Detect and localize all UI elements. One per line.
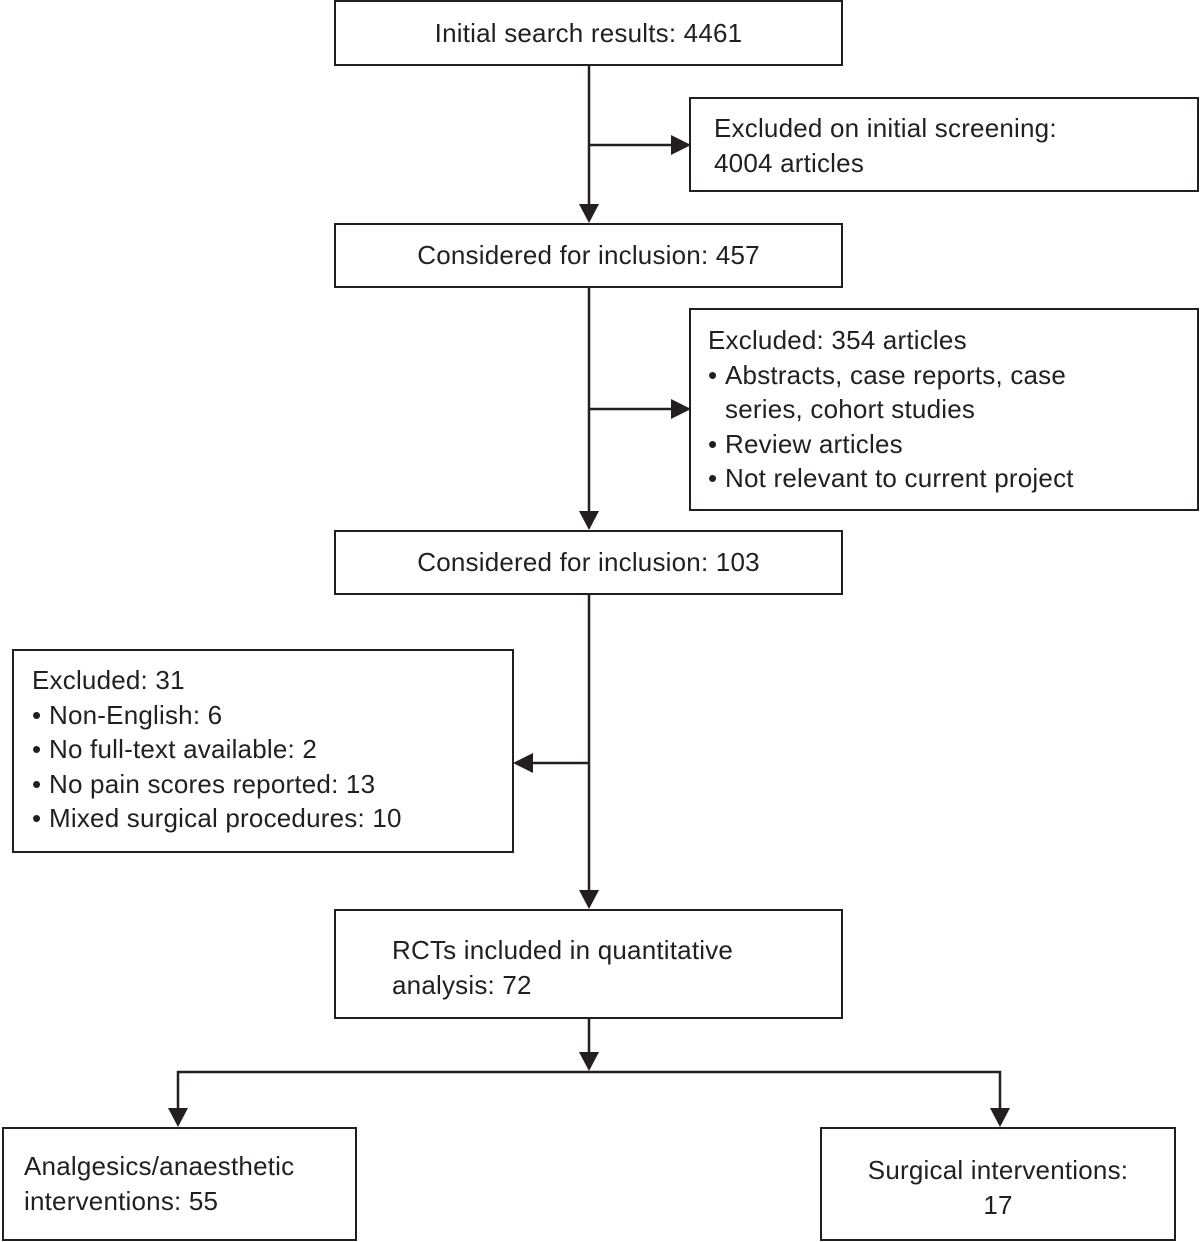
bullet-item: •Not relevant to current project bbox=[708, 461, 1197, 496]
arrowhead-right-icon bbox=[671, 135, 691, 155]
surgical-line: Surgical interventions: bbox=[867, 1155, 1129, 1185]
bullet-icon: • bbox=[32, 734, 42, 764]
considered-103-box: Considered for inclusion: 103 bbox=[334, 530, 843, 595]
surgical-count: 17 bbox=[983, 1189, 1013, 1220]
analgesics-count: interventions: 55 bbox=[24, 1185, 219, 1216]
excluded-31-heading: Excluded: 31 bbox=[32, 665, 185, 695]
considered-457-box: Considered for inclusion: 457 bbox=[334, 223, 843, 288]
bullet-item: •No full-text available: 2 bbox=[32, 732, 512, 767]
arrowhead-down-icon bbox=[579, 890, 599, 909]
bullet-text: Not relevant to current project bbox=[725, 463, 1074, 493]
bullet-item: •Non-English: 6 bbox=[32, 698, 512, 733]
bullet-item: •Mixed surgical procedures: 10 bbox=[32, 801, 512, 836]
rcts-included-box: RCTs included in quantitative analysis: … bbox=[334, 909, 843, 1019]
considered-103-text: Considered for inclusion: 103 bbox=[417, 547, 760, 578]
arrowhead-down-icon bbox=[990, 1108, 1010, 1127]
rcts-included-line: RCTs included in quantitative bbox=[392, 935, 734, 965]
analgesics-line: Analgesics/anaesthetic bbox=[24, 1151, 295, 1181]
bullet-text: Mixed surgical procedures: 10 bbox=[49, 803, 402, 833]
bullet-icon: • bbox=[32, 803, 42, 833]
excluded-354-heading: Excluded: 354 articles bbox=[708, 325, 967, 355]
excluded-screening-box: Excluded on initial screening: 4004 arti… bbox=[689, 97, 1199, 192]
arrowhead-down-icon bbox=[168, 1108, 188, 1127]
arrowhead-left-icon bbox=[513, 753, 533, 773]
excluded-354-box: Excluded: 354 articles •Abstracts, case … bbox=[689, 308, 1199, 511]
bullet-text: No pain scores reported: 13 bbox=[49, 768, 376, 799]
bullet-text: Abstracts, case reports, case bbox=[725, 359, 1067, 390]
excluded-screening-line: Excluded on initial screening: bbox=[714, 113, 1057, 143]
considered-457-text: Considered for inclusion: 457 bbox=[417, 240, 760, 271]
bullet-icon: • bbox=[32, 768, 42, 799]
bullet-text: Non-English: 6 bbox=[49, 699, 223, 730]
excluded-31-box: Excluded: 31 •Non-English: 6 •No full-te… bbox=[12, 649, 514, 853]
bullet-text: series, cohort studies bbox=[725, 394, 976, 424]
search-results-box: Initial search results: 4461 bbox=[334, 0, 843, 66]
bullet-item: •No pain scores reported: 13 bbox=[32, 767, 512, 802]
bullet-item: •Abstracts, case reports, case bbox=[708, 358, 1197, 393]
bullet-item-continuation: series, cohort studies bbox=[708, 392, 1197, 427]
rcts-included-count: analysis: 72 bbox=[392, 969, 532, 1000]
bullet-text: No full-text available: 2 bbox=[49, 734, 318, 764]
excluded-screening-count: 4004 articles bbox=[714, 147, 865, 178]
arrowhead-down-icon bbox=[579, 511, 599, 530]
arrowhead-right-icon bbox=[671, 399, 691, 419]
bullet-item: •Review articles bbox=[708, 427, 1197, 462]
bullet-icon: • bbox=[708, 359, 718, 390]
arrowhead-down-icon bbox=[579, 1052, 599, 1071]
arrowhead-down-icon bbox=[579, 204, 599, 223]
bullet-icon: • bbox=[708, 428, 718, 459]
bullet-icon: • bbox=[708, 463, 718, 493]
bullet-icon: • bbox=[32, 699, 42, 730]
split-connector bbox=[176, 1070, 1002, 1115]
search-results-text: Initial search results: 4461 bbox=[434, 17, 743, 48]
analgesics-box: Analgesics/anaesthetic interventions: 55 bbox=[2, 1127, 357, 1241]
surgical-box: Surgical interventions: 17 bbox=[820, 1127, 1176, 1241]
bullet-text: Review articles bbox=[725, 428, 903, 459]
